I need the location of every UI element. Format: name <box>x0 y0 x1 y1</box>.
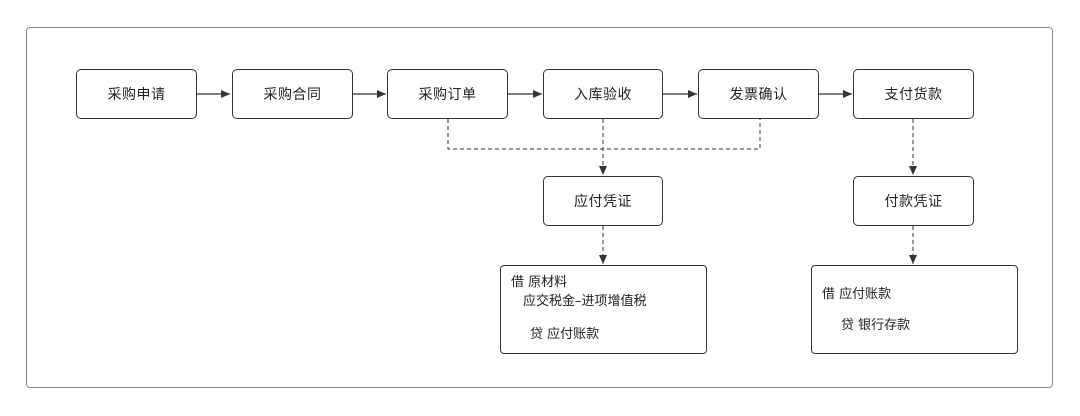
payable-credit-line: 贷 应付账款 <box>530 327 600 342</box>
payment-journal-entry: 借 应付账款 贷 银行存款 <box>811 265 1018 354</box>
diagram-frame <box>26 27 1053 388</box>
step-invoice-confirmation: 发票确认 <box>698 69 819 119</box>
payment-credit-line: 贷 银行存款 <box>841 318 911 333</box>
step-purchase-contract: 采购合同 <box>232 69 353 119</box>
step-purchase-order: 采购订单 <box>387 69 508 119</box>
payment-debit-line: 借 应付账款 <box>822 287 892 302</box>
payable-journal-entry: 借 原材料 应交税金–进项增值税 贷 应付账款 <box>500 265 707 354</box>
dashed-merge-line <box>447 119 761 150</box>
payment-voucher: 付款凭证 <box>853 176 974 226</box>
payable-debit-line-1: 借 原材料 <box>511 275 568 290</box>
step-payment: 支付货款 <box>853 69 974 119</box>
payable-voucher: 应付凭证 <box>543 176 663 226</box>
step-purchase-request: 采购申请 <box>76 69 197 119</box>
payable-debit-line-2: 应交税金–进项增值税 <box>523 294 647 309</box>
step-warehouse-inspection: 入库验收 <box>543 69 663 119</box>
